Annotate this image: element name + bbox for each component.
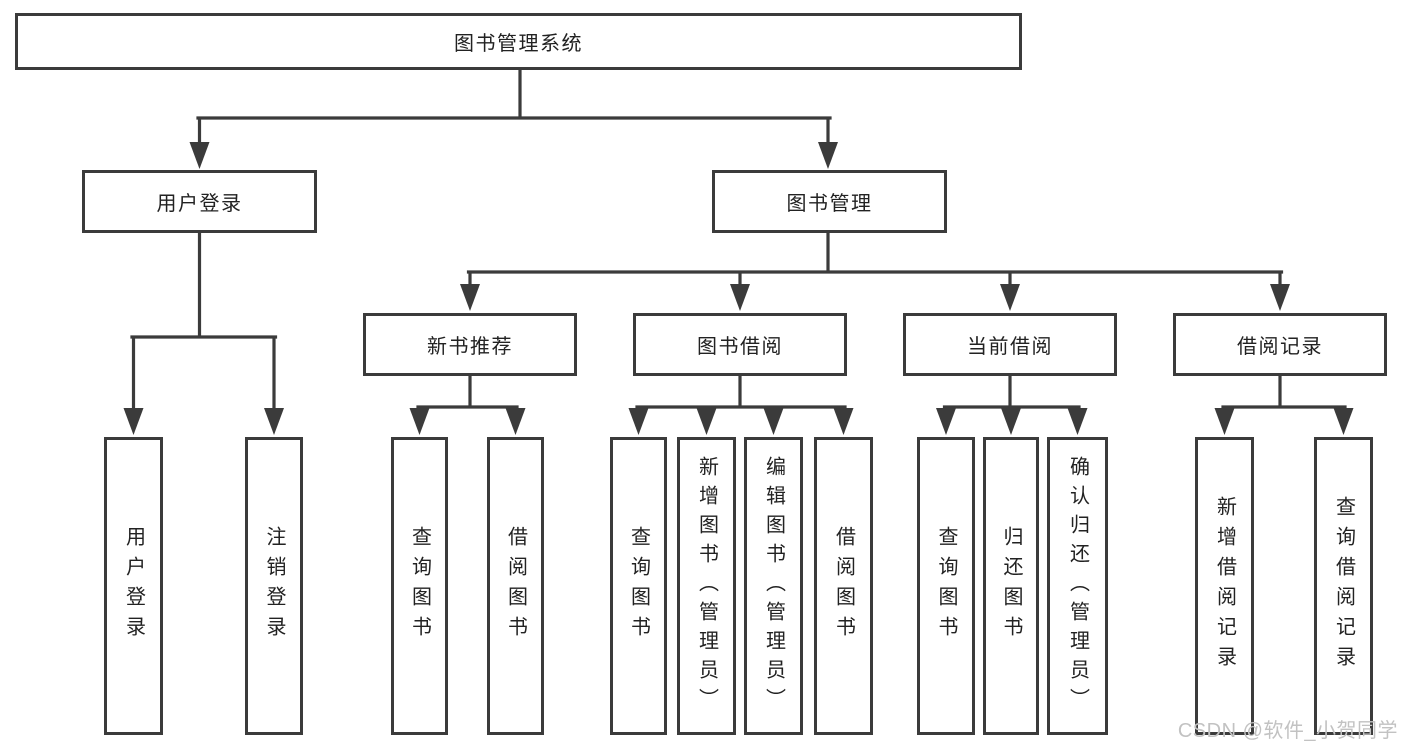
- leaf-query-books-current: 查询图书: [917, 437, 975, 735]
- leaf-add-borrow-record: 新增借阅记录: [1195, 437, 1254, 735]
- arrowhead-icons: [123, 142, 1354, 435]
- leaf-add-books-admin: 新增图书（管理员）: [677, 437, 736, 735]
- leaf-borrow-books-recommend: 借阅图书: [487, 437, 544, 735]
- leaf-borrow-books-borrowing: 借阅图书: [814, 437, 873, 735]
- watermark: CSDN @软件_小贺同学: [1177, 720, 1398, 742]
- leaf-confirm-return-admin: 确认归还（管理员）: [1047, 437, 1108, 735]
- leaf-query-books-borrowing: 查询图书: [610, 437, 667, 735]
- node-borrowing-records: 借阅记录: [1173, 313, 1387, 376]
- node-library-system: 图书管理系统: [15, 13, 1022, 70]
- leaf-edit-books-admin: 编辑图书（管理员）: [744, 437, 803, 735]
- leaf-logout-login: 注销登录: [245, 437, 303, 735]
- leaf-user-login: 用户登录: [104, 437, 163, 735]
- leaf-return-books: 归还图书: [983, 437, 1039, 735]
- node-book-borrowing: 图书借阅: [633, 313, 847, 376]
- leaf-query-borrow-record: 查询借阅记录: [1314, 437, 1373, 735]
- leaf-query-books-recommend: 查询图书: [391, 437, 448, 735]
- node-current-borrowing: 当前借阅: [903, 313, 1117, 376]
- node-book-management: 图书管理: [712, 170, 947, 233]
- node-user-login: 用户登录: [82, 170, 317, 233]
- node-new-book-recommendation: 新书推荐: [363, 313, 577, 376]
